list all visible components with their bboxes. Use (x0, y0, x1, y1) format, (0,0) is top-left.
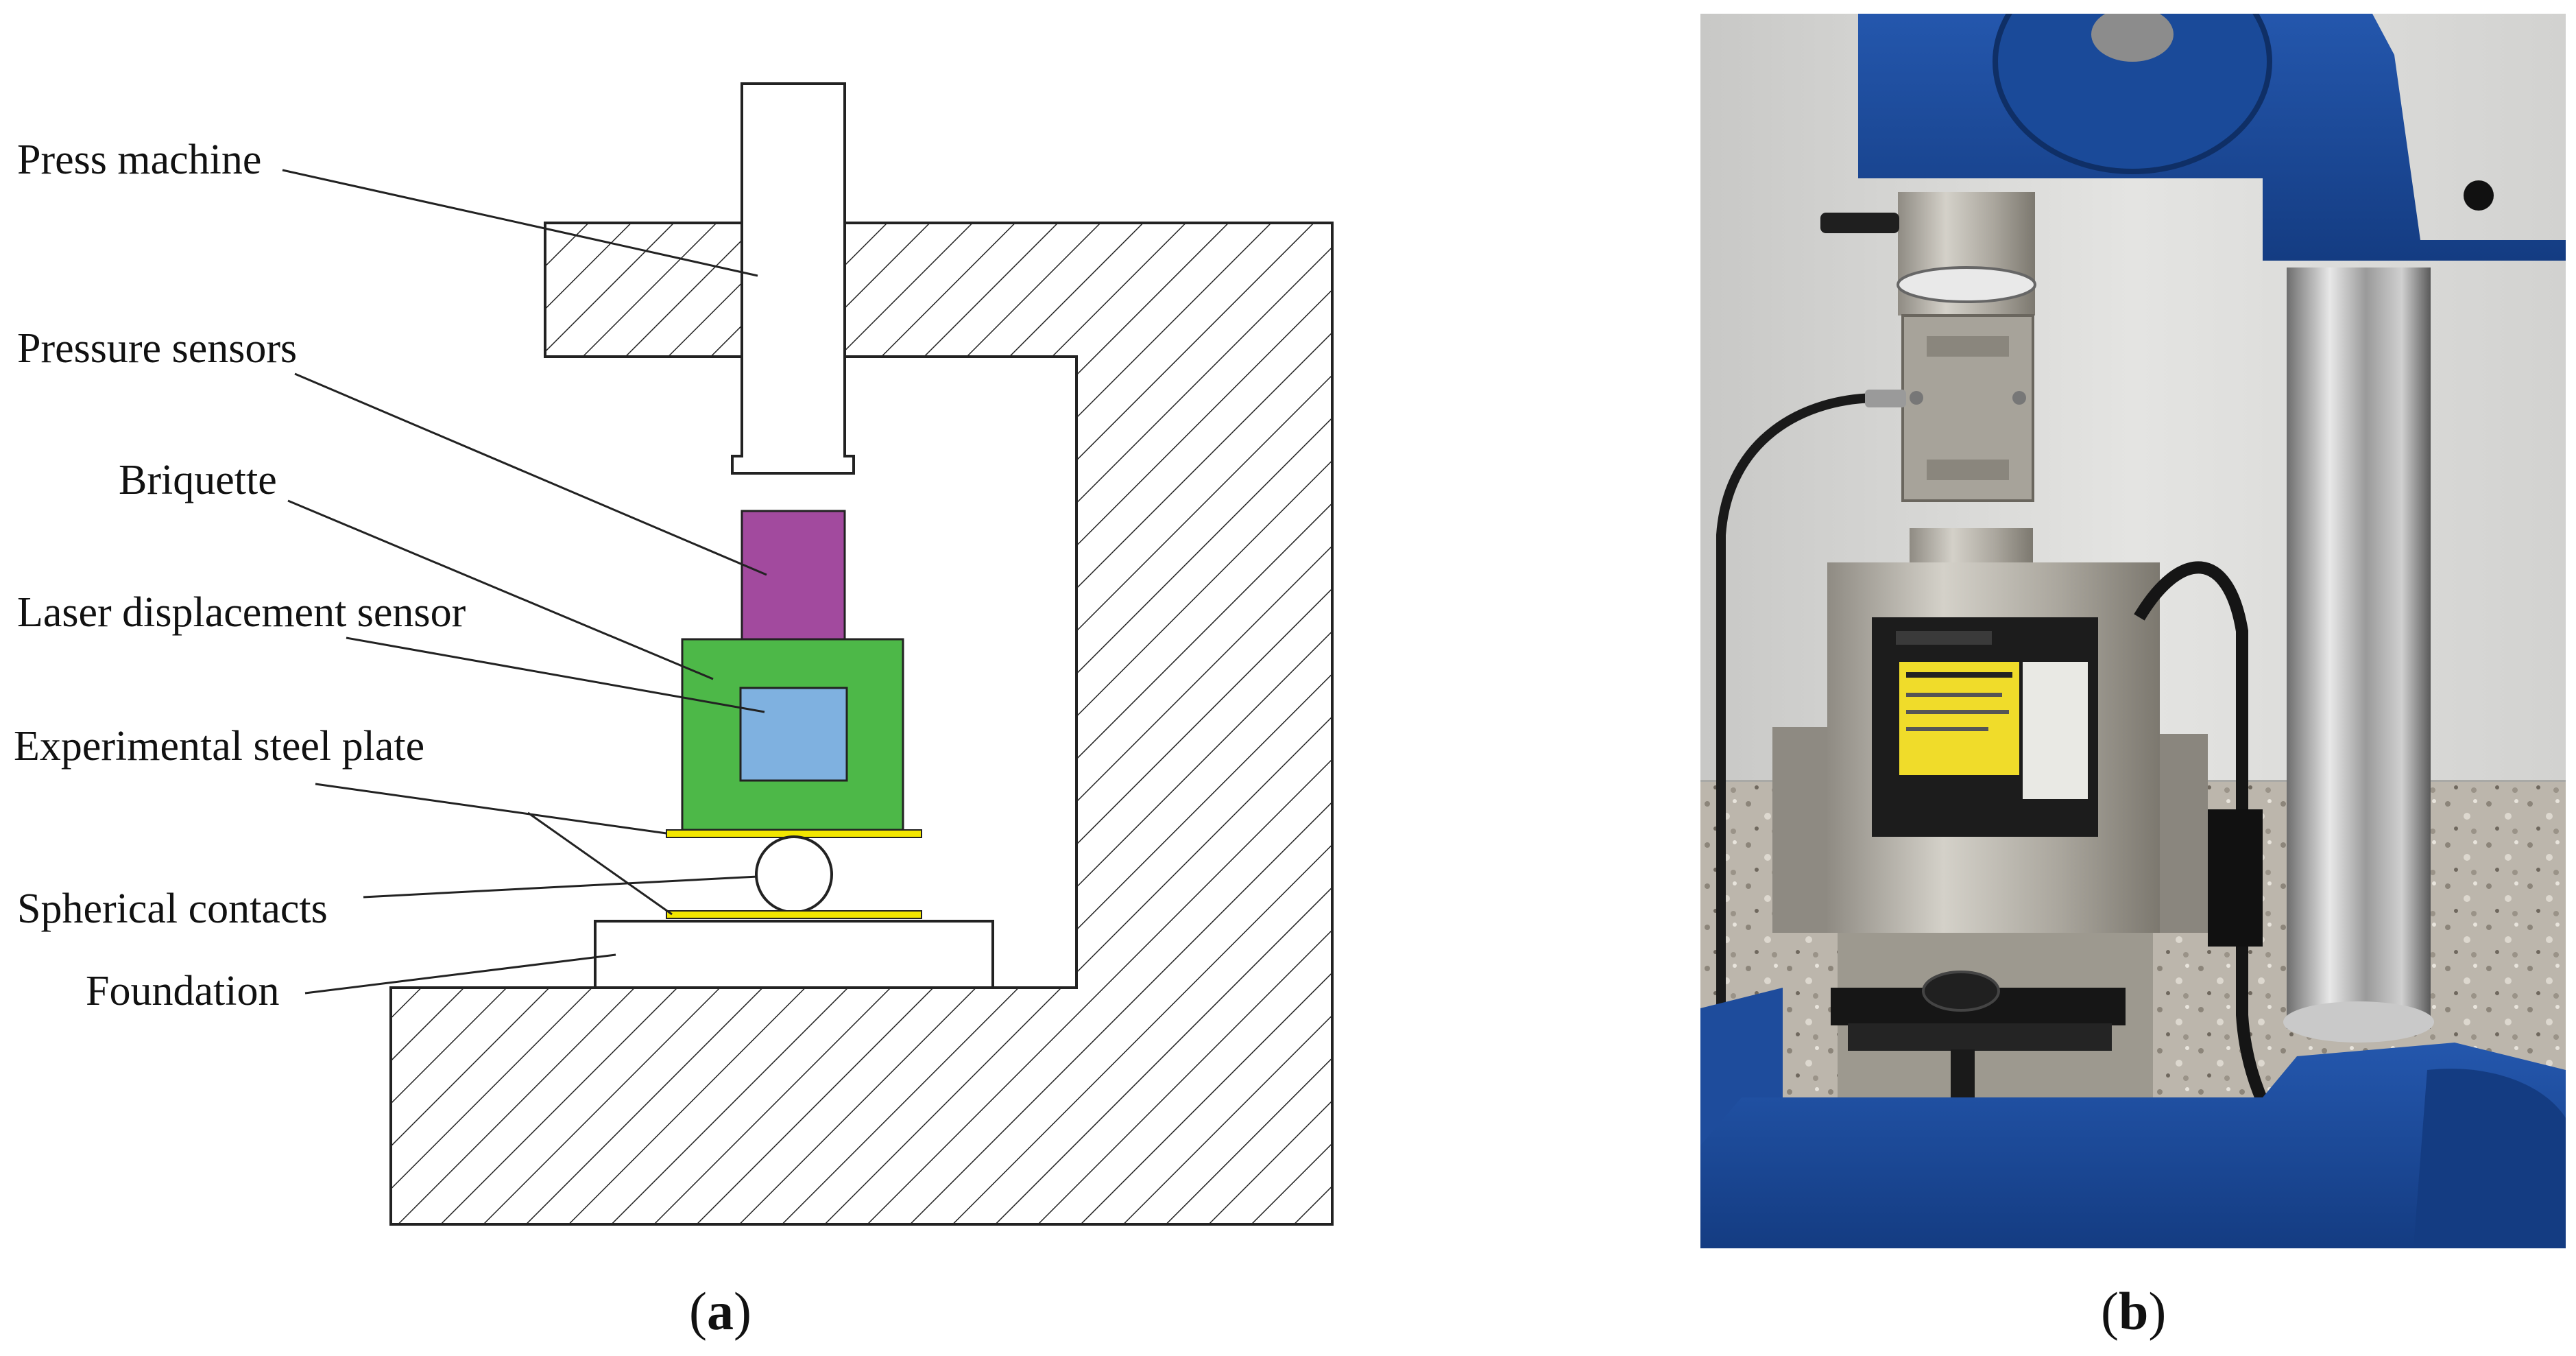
caption-a-letter: a (707, 1281, 734, 1341)
label-pressure-sensors: Pressure sensors (17, 325, 297, 372)
foundation-block (594, 920, 994, 989)
steel-plate-lower (666, 910, 922, 919)
laser-sensor-block (739, 687, 848, 782)
caption-a: (a) (689, 1281, 751, 1341)
label-press-machine: Press machine (17, 136, 261, 183)
machine-frame (389, 222, 1334, 1226)
press-ram (731, 82, 855, 475)
pressure-sensor-block (741, 510, 846, 641)
caption-b: (b) (2101, 1281, 2166, 1341)
label-experimental-steel-plate: Experimental steel plate (14, 723, 424, 770)
leader-lines (282, 169, 767, 995)
label-foundation: Foundation (86, 968, 279, 1014)
photo-frame (1700, 14, 2566, 1248)
caption-b-letter: b (2119, 1281, 2148, 1341)
spherical-contact (755, 835, 833, 914)
label-briquette: Briquette (119, 457, 277, 503)
label-laser-displacement-sensor: Laser displacement sensor (17, 589, 466, 636)
panel-b-photo: (b) (1700, 14, 2566, 1341)
panel-a-schematic: Press machine Pressure sensors Briquette… (14, 82, 1334, 1341)
label-spherical-contacts: Spherical contacts (17, 885, 328, 932)
